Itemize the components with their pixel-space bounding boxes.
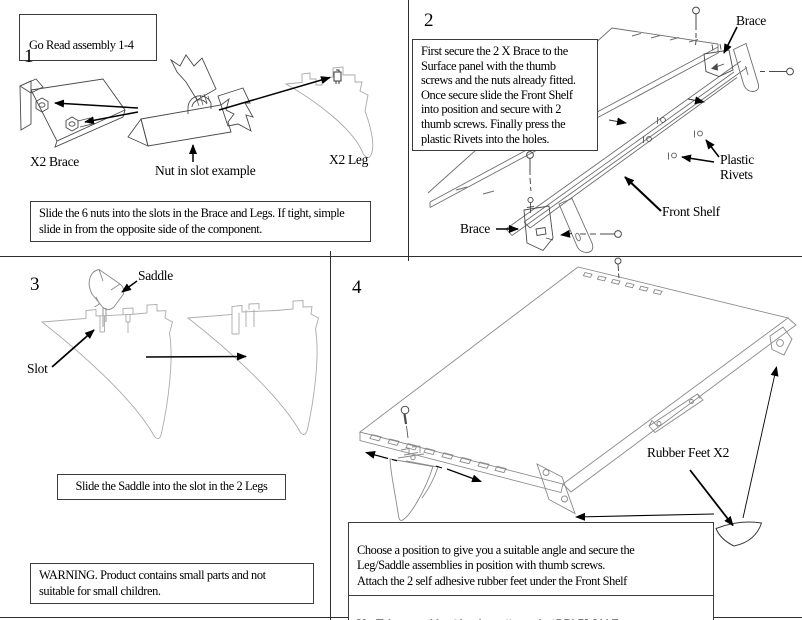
panel1-instruction-box: Slide the 6 nuts into the slots in the B…: [30, 201, 371, 242]
callout-arrows: [54, 76, 331, 162]
label-x2-brace: X2 Brace: [30, 154, 79, 169]
leg-drawing: [284, 66, 374, 158]
go-read-note-text: Go Read assembly 1-4: [29, 37, 134, 52]
panel1-drawing: [19, 54, 374, 162]
label-rubber-feet: Rubber Feet X2: [647, 445, 730, 460]
board-drawing: [358, 266, 797, 515]
left-leg-drawing: [40, 304, 174, 440]
label-nut-in-slot: Nut in slot example: [155, 163, 256, 178]
panel3-drawing: [40, 269, 320, 440]
right-leg-drawing: [186, 300, 320, 436]
go-read-note-box: Go Read assembly 1-4: [19, 14, 157, 61]
label-slot: Slot: [27, 361, 48, 376]
plastic-rivets-drawing: [643, 117, 703, 160]
divider-horizontal: [0, 256, 802, 257]
callout-arrows: [496, 26, 738, 233]
rubber-foot-drawing: [715, 521, 763, 547]
leg-nut-detail: [333, 69, 342, 84]
thumb-screws: [400, 257, 622, 439]
youtube-video-note: YouTube assembly video: https://youtu.be…: [349, 612, 713, 620]
callout-arrows: [365, 366, 779, 527]
thumb-screws: [526, 6, 794, 238]
panel2-number: 2: [424, 10, 434, 31]
label-plastic-rivets: Plastic Rivets: [720, 152, 754, 182]
saddle-drawing: [88, 269, 125, 327]
panel3-number: 3: [30, 274, 40, 295]
label-x2-leg: X2 Leg: [329, 152, 369, 167]
slide-arrows: [560, 96, 705, 238]
panel3-instruction-box: Slide the Saddle into the slot in the 2 …: [57, 474, 286, 500]
warning-box: WARNING. Product contains small parts an…: [30, 563, 314, 604]
brace-drawing: [19, 78, 126, 148]
divider-vertical-bottom: [330, 251, 331, 620]
panel4-drawing: [358, 257, 797, 547]
panel2-instruction-box: First secure the 2 X Brace to the Surfac…: [412, 39, 598, 152]
brace-top-drawing: [703, 43, 734, 77]
panel4-instruction-box: Choose a position to give you a suitable…: [348, 522, 714, 620]
panel4-instruction-text: Choose a position to give you a suitable…: [349, 539, 713, 596]
label-brace-bottom: Brace: [460, 221, 490, 236]
brace-bottom-drawing: [523, 196, 554, 252]
label-saddle: Saddle: [138, 268, 173, 283]
panel4-number: 4: [352, 277, 362, 298]
leg-assembly-drawing: [389, 445, 439, 521]
callout-arrows: [51, 280, 247, 368]
label-front-shelf: Front Shelf: [662, 204, 720, 219]
nut-in-slot-drawing: [127, 54, 254, 147]
label-brace-top: Brace: [736, 13, 766, 28]
divider-vertical-top: [408, 0, 409, 261]
panel1-number: 1: [24, 46, 34, 67]
